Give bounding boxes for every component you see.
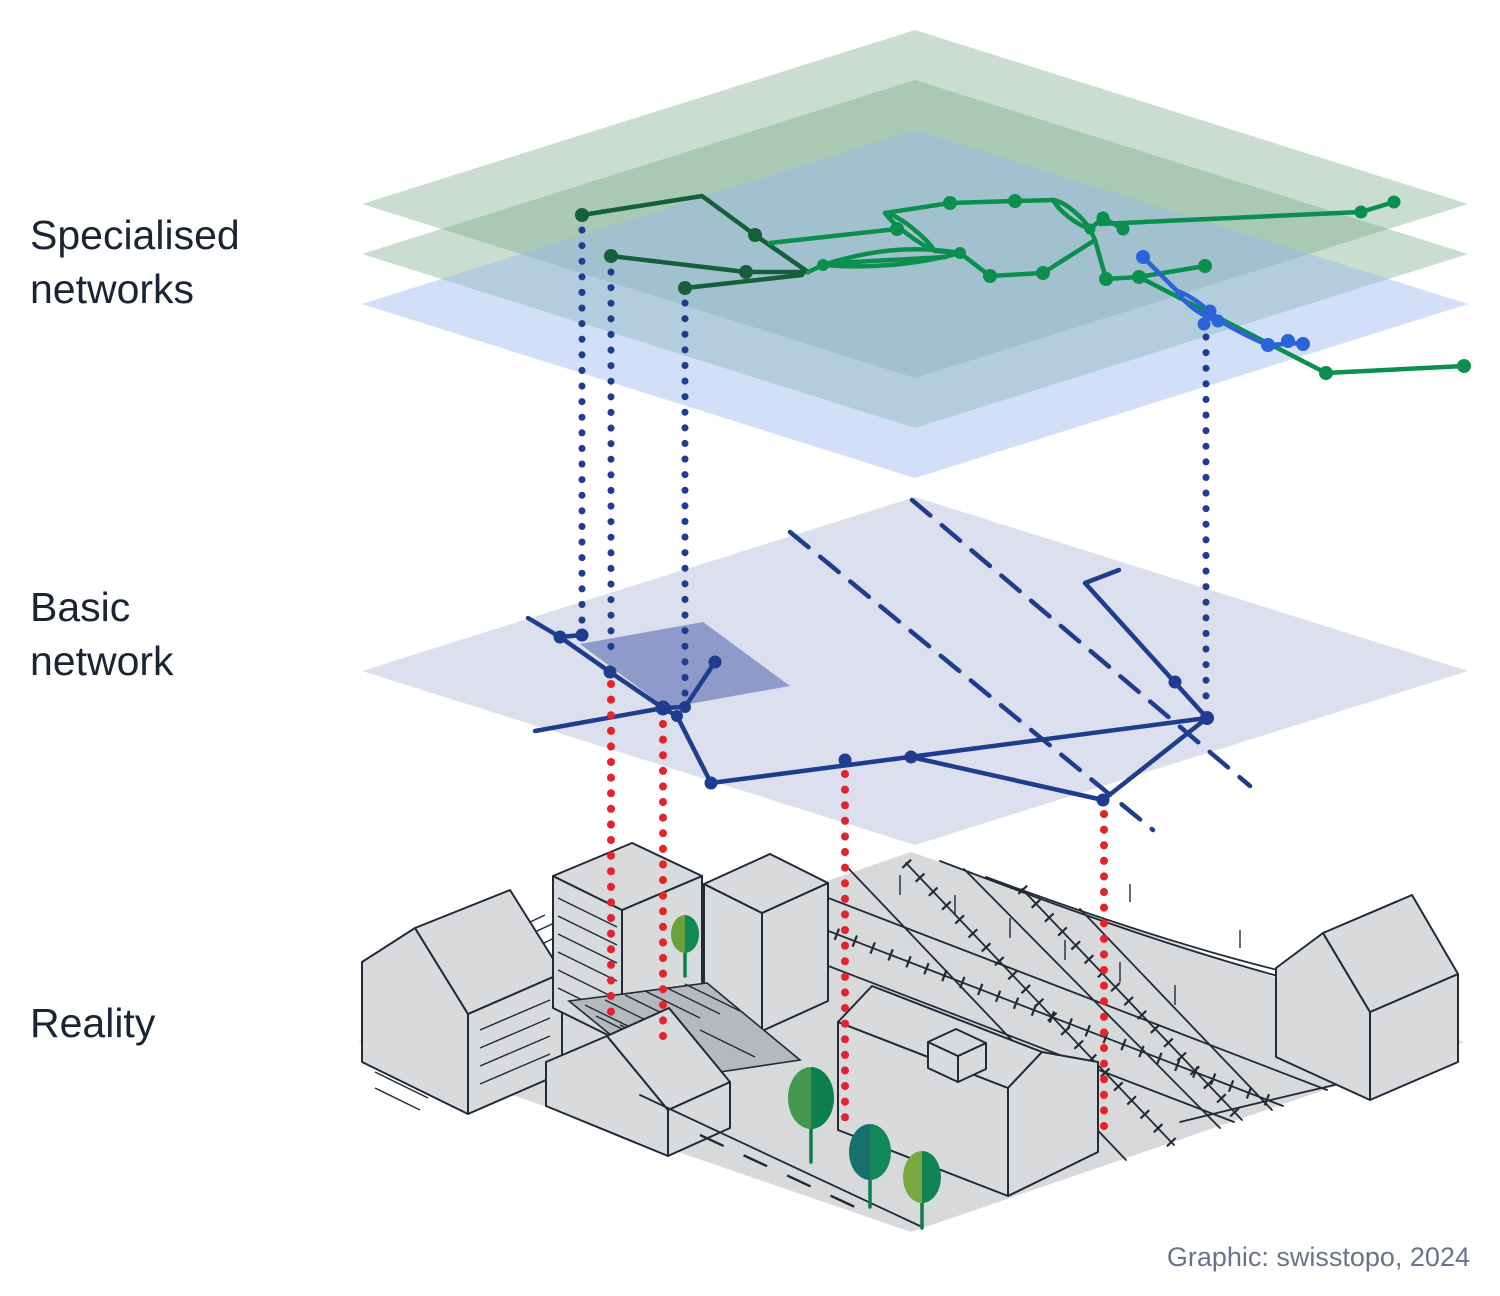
credit-caption: Graphic: swisstopo, 2024	[1166, 1242, 1470, 1272]
specialised-plane-green-2	[362, 80, 1468, 428]
building-small-house	[545, 1007, 731, 1157]
specialised-plane-green-1	[362, 30, 1468, 378]
specialised-plane-blue	[362, 130, 1468, 478]
building-central-long	[837, 985, 1099, 1197]
basic-network-layer	[362, 497, 1468, 845]
bright-green-network	[767, 194, 1471, 380]
label-basic-network: Basic network	[30, 584, 174, 685]
label-specialised-networks: Specialised networks	[30, 212, 240, 313]
street-markings	[639, 1094, 921, 1227]
label-reality: Reality	[30, 1000, 156, 1046]
reality-city	[358, 842, 1464, 1232]
building-right-house	[1275, 894, 1459, 1101]
blue-dotted-connectors	[578, 226, 1210, 712]
dark-green-network	[575, 193, 811, 295]
top-blue-network	[1136, 250, 1310, 352]
basic-plane	[362, 497, 1468, 845]
specialised-layer-stack	[362, 30, 1468, 478]
red-dotted-connectors	[607, 680, 1108, 1144]
basic-network	[525, 497, 1253, 833]
building-left-house	[361, 889, 563, 1115]
trees	[671, 915, 941, 1230]
building-mid-block	[703, 853, 829, 1032]
